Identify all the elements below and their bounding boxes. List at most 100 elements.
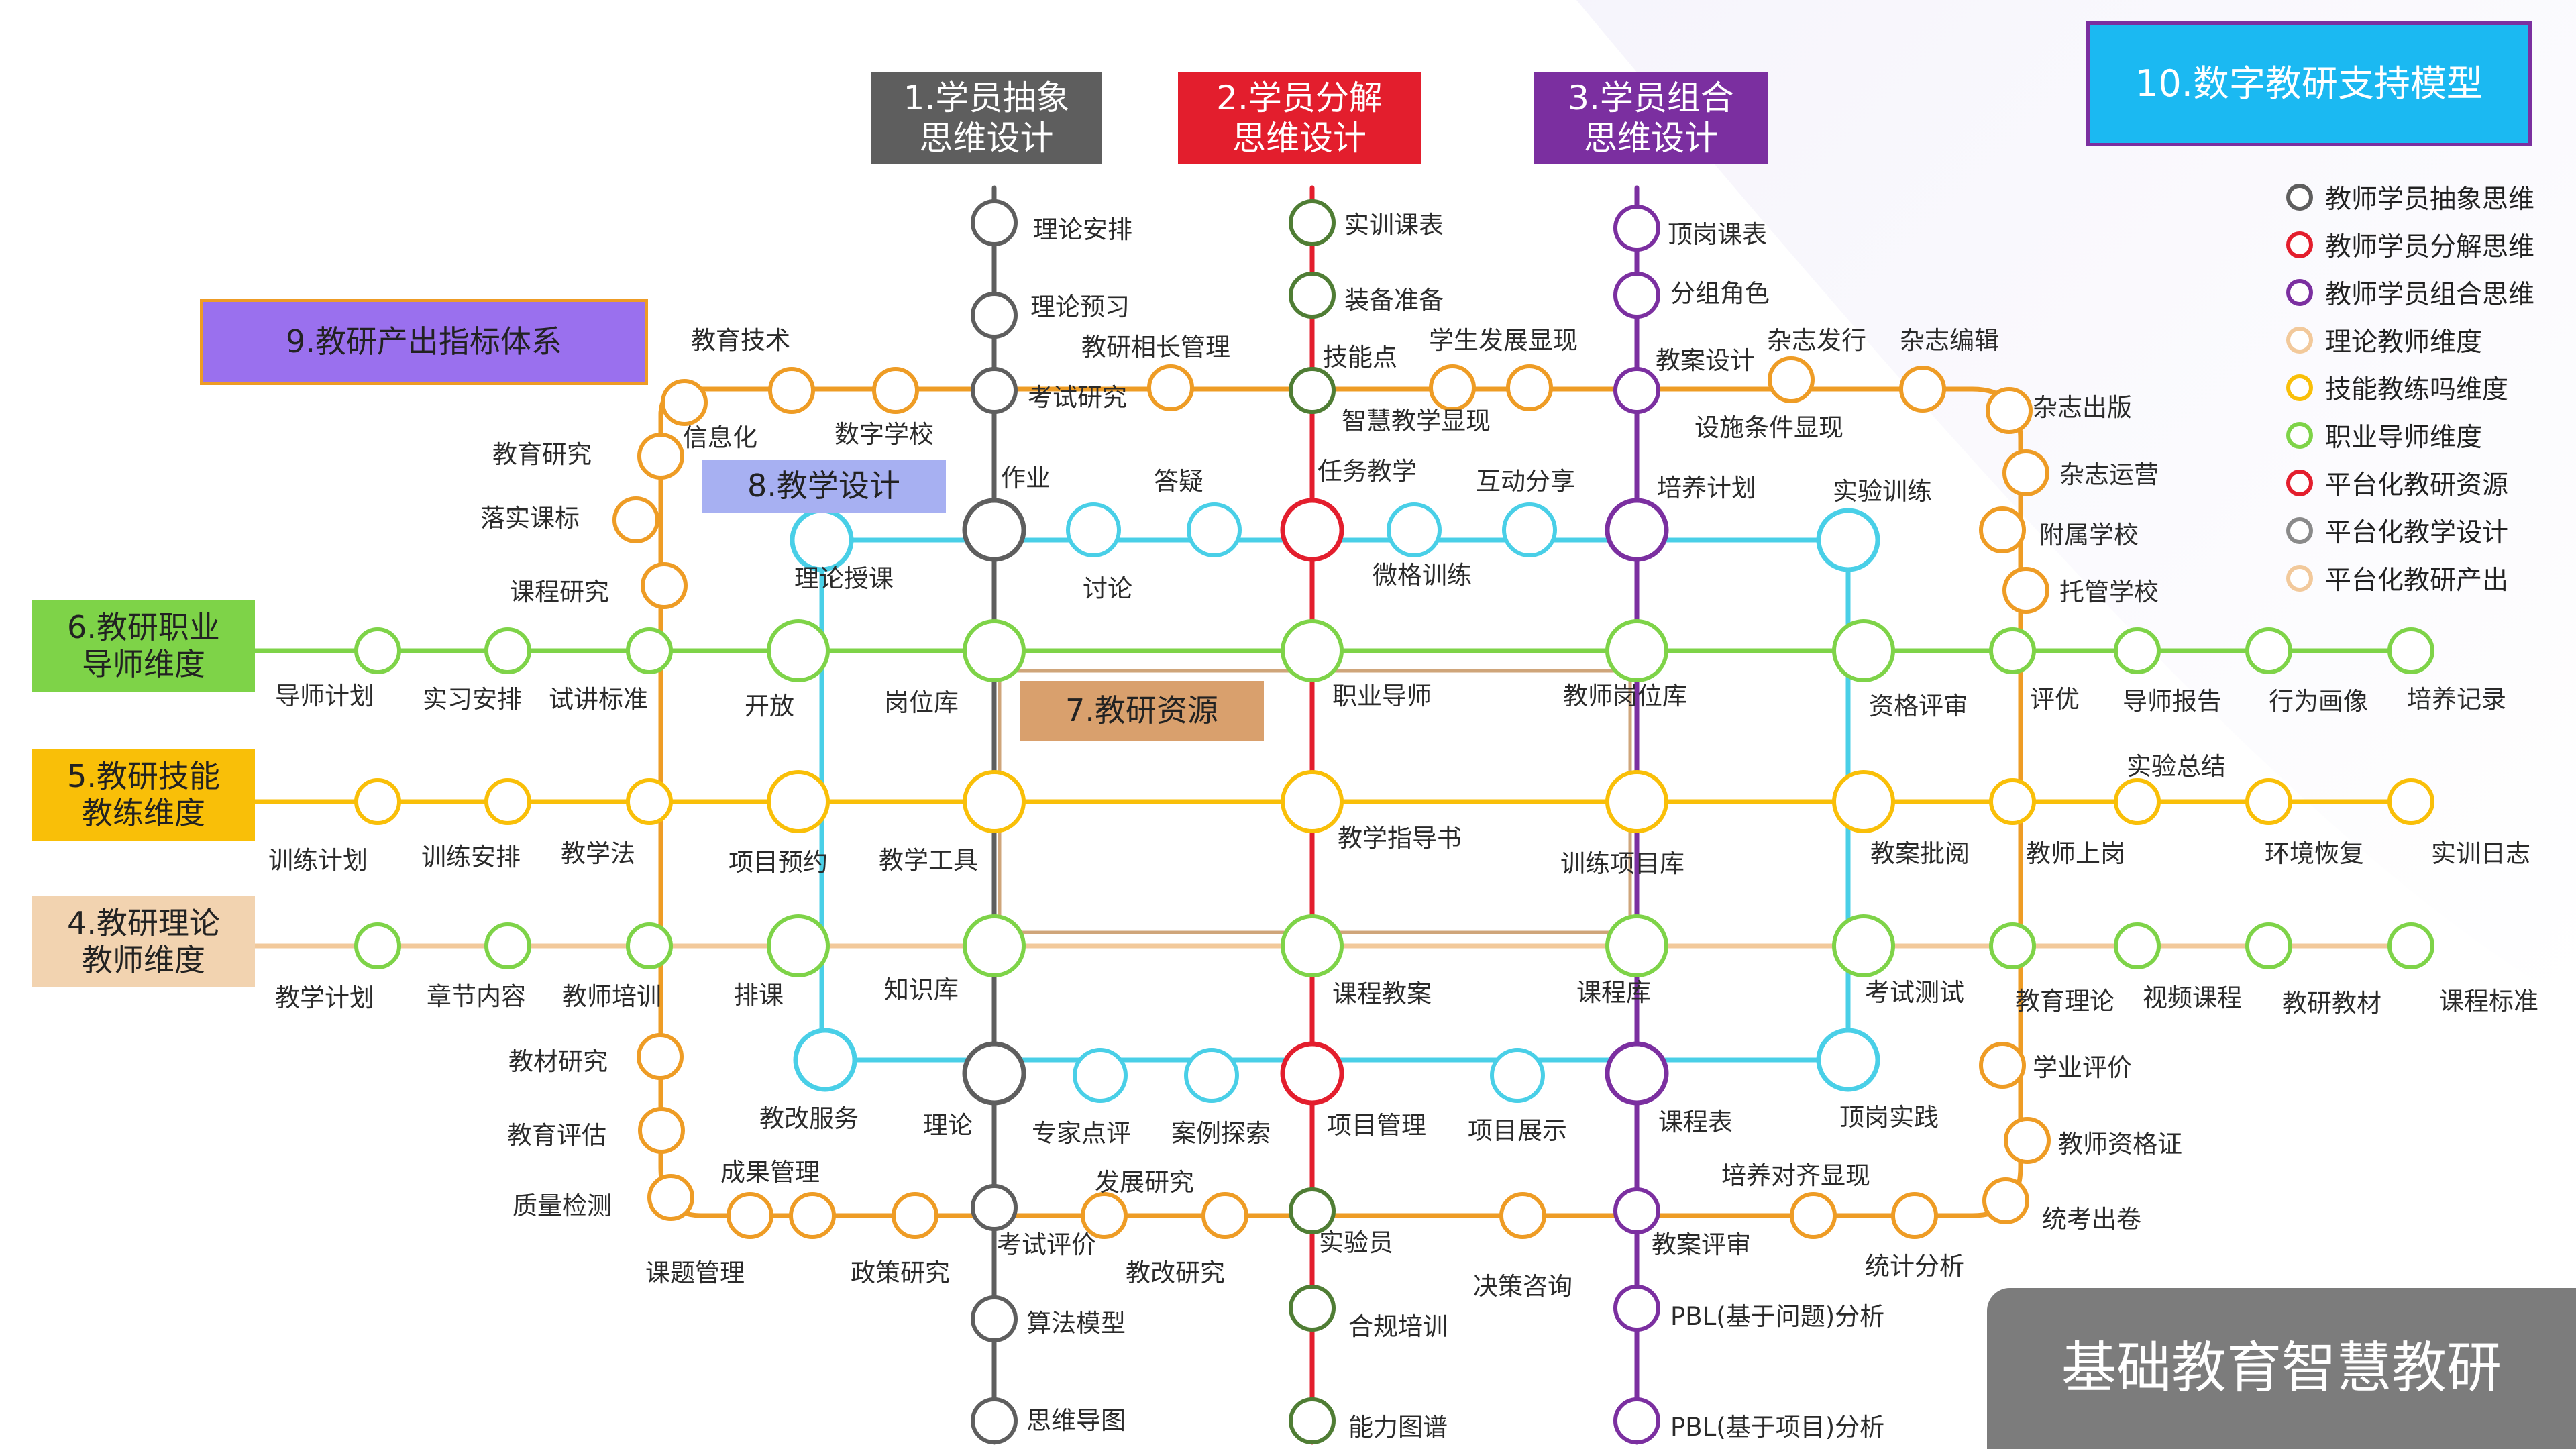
station-label: 落实课标 [480, 504, 580, 533]
station-line-5 [1989, 778, 2036, 825]
station-label: 实验训练 [1833, 477, 1932, 506]
station-line-6 [1989, 627, 2036, 674]
station-label: 试讲标准 [549, 685, 648, 714]
legend-label: 平台化教研资源 [2325, 470, 2509, 500]
station-label: 教师培训 [562, 982, 661, 1011]
station-label: 数字学校 [835, 420, 934, 449]
line-1-box[interactable]: 1.学员抽象 思维设计 [871, 72, 1102, 164]
interchange-station [767, 619, 830, 682]
station-label: 评优 [2030, 685, 2080, 714]
station-line-6 [2387, 627, 2434, 674]
station-label: 学生发展显现 [1429, 326, 1578, 355]
interchange-station [963, 914, 1026, 977]
line-7-box[interactable]: 7.教研资源 [1020, 681, 1264, 741]
interchange-station [963, 619, 1026, 682]
interchange-station [1816, 1028, 1880, 1092]
station-line-8 [1502, 502, 1557, 557]
station-line-3 [1613, 272, 1660, 319]
station-line-4 [354, 922, 401, 969]
station-label: 考试测试 [1865, 978, 1964, 1007]
station-label: 课程研究 [510, 578, 609, 606]
station-line-6 [2114, 627, 2161, 674]
station-label: 杂志出版 [2033, 393, 2132, 422]
station-line-9 [1979, 1042, 2026, 1089]
station-line-6 [626, 627, 673, 674]
legend-item: 职业导师维度 [2286, 411, 2568, 459]
station-label: 考试研究 [1028, 383, 1127, 412]
line-9-box[interactable]: 9.教研产出指标体系 [200, 299, 648, 385]
legend-color-icon [2286, 231, 2313, 258]
station-label: 教育理论 [2015, 987, 2114, 1016]
station-label: 成果管理 [720, 1158, 820, 1187]
station-label: 杂志发行 [1767, 326, 1866, 355]
station-label: 教学指导书 [1338, 824, 1462, 853]
interchange-station [1280, 498, 1344, 562]
station-line-9 [1499, 1192, 1546, 1239]
line-2-box[interactable]: 2.学员分解 思维设计 [1178, 72, 1421, 164]
line-6-box[interactable]: 6.教研职业 导师维度 [32, 600, 255, 692]
station-label: 培养对齐显现 [1721, 1161, 1870, 1190]
interchange-station [790, 508, 854, 572]
interchange-station [1605, 619, 1668, 682]
station-line-8 [1387, 502, 1442, 557]
interchange-station [962, 1041, 1026, 1106]
station-line-6 [484, 627, 531, 674]
legend-label: 平台化教学设计 [2325, 517, 2509, 548]
station-label: 教案批阅 [1870, 839, 1970, 868]
station-label: 案例探索 [1171, 1119, 1271, 1148]
station-line-1 [971, 199, 1018, 246]
station-line-5 [626, 778, 673, 825]
station-label: 附属学校 [2039, 521, 2139, 549]
legend-item: 技能教练吗维度 [2286, 364, 2568, 411]
station-label: 教育技术 [691, 326, 790, 355]
legend-color-icon [2286, 517, 2313, 544]
station-line-4 [484, 922, 531, 969]
station-line-9 [1081, 1192, 1128, 1239]
station-line-1 [971, 1397, 1018, 1444]
station-label: 政策研究 [851, 1258, 950, 1287]
station-line-9 [2002, 567, 2049, 614]
station-line-6 [354, 627, 401, 674]
station-label: 顶岗实践 [1839, 1103, 1939, 1132]
station-label: 资格评审 [1869, 692, 1968, 720]
station-line-5 [2114, 778, 2161, 825]
legend-item: 教师学员分解思维 [2286, 221, 2568, 268]
station-label: 实习安排 [423, 685, 522, 714]
station-label: 教师上岗 [2026, 839, 2125, 868]
line-8-box[interactable]: 8.教学设计 [702, 460, 946, 513]
station-label: 统计分析 [1865, 1252, 1964, 1281]
line-10-box[interactable]: 10.数字教研支持模型 [2086, 21, 2532, 146]
station-label: 教案评审 [1652, 1230, 1751, 1259]
station-label: 训练计划 [268, 846, 368, 875]
station-label: 装备准备 [1344, 286, 1444, 315]
station-label: 理论预习 [1030, 292, 1130, 321]
station-label: 教师岗位库 [1563, 682, 1687, 710]
line-3-box[interactable]: 3.学员组合 思维设计 [1534, 72, 1768, 164]
station-line-4 [2114, 922, 2161, 969]
station-label: 教学法 [561, 839, 635, 868]
station-label: 作业 [1001, 464, 1051, 492]
station-label: 培养记录 [2407, 685, 2506, 714]
brand-badge: 基础教育智慧教研 [1987, 1288, 2576, 1449]
station-label: 行为画像 [2269, 687, 2368, 716]
station-line-9 [1891, 1192, 1938, 1239]
interchange-station [1832, 770, 1895, 833]
interchange-station [1816, 508, 1880, 572]
station-label: 实训课表 [1344, 211, 1444, 239]
station-label: 合规培训 [1348, 1312, 1448, 1341]
line-4-box[interactable]: 4.教研理论 教师维度 [32, 896, 255, 987]
legend-label: 技能教练吗维度 [2325, 374, 2509, 405]
station-line-9 [637, 1033, 684, 1080]
station-line-4 [2387, 922, 2434, 969]
station-line-8 [1066, 502, 1121, 557]
legend-label: 职业导师维度 [2325, 422, 2483, 453]
station-line-1 [971, 1295, 1018, 1342]
interchange-station [1605, 498, 1669, 562]
station-line-9 [892, 1192, 938, 1239]
station-line-9 [1982, 1177, 2029, 1224]
station-line-8 [1490, 1048, 1545, 1103]
line-5-box[interactable]: 5.教研技能 教练维度 [32, 749, 255, 841]
station-line-9 [1986, 387, 2033, 434]
legend-color-icon [2286, 469, 2313, 496]
